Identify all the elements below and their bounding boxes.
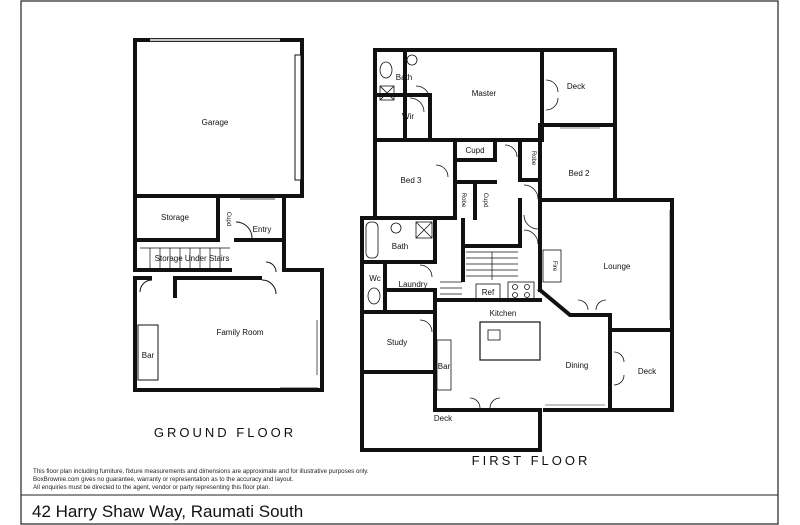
room-label-study: Study <box>387 338 407 347</box>
room-label-family-room: Family Room <box>216 328 263 337</box>
fireplace-fixture <box>542 249 562 283</box>
room-label-lounge: Lounge <box>604 262 631 271</box>
door-arc <box>523 214 539 230</box>
room-label-bed3: Bed 3 <box>401 176 422 185</box>
basin-fixture <box>390 222 402 234</box>
ground-stairs <box>140 247 230 268</box>
door-arc <box>595 299 607 311</box>
ground-floor-details <box>137 38 318 389</box>
room-label-wir: Wir <box>402 112 414 121</box>
room-label-storage: Storage <box>161 213 190 222</box>
room-label-bath-top: Bath <box>396 73 412 82</box>
door-arc <box>419 319 433 333</box>
family-room-walls <box>133 268 324 392</box>
door-arc <box>489 397 501 409</box>
page-border <box>20 0 779 525</box>
toilet-fixture <box>379 61 393 79</box>
master-block-walls <box>373 48 544 142</box>
room-label-deck-top: Deck <box>567 82 586 91</box>
room-label-ref: Ref <box>482 288 495 297</box>
door-arc <box>613 351 625 363</box>
room-label-kitchen: Kitchen <box>490 309 517 318</box>
bar-counter-ground <box>137 324 159 381</box>
deck-bottom-walls <box>360 370 542 452</box>
door-arc <box>523 229 539 245</box>
room-label-robe-bed3: Robe <box>460 193 466 208</box>
stairs-walls <box>133 238 232 272</box>
door-arc <box>577 299 589 311</box>
kitchen-island <box>479 321 541 361</box>
door-arc <box>613 374 625 386</box>
property-address: 42 Harry Shaw Way, Raumati South <box>32 502 304 521</box>
deck-top-walls <box>540 48 617 127</box>
disclaimer-line: BoxBrownie.com gives no guarantee, warra… <box>33 476 294 483</box>
door-arc <box>415 85 431 101</box>
room-label-bed2: Bed 2 <box>569 169 590 178</box>
ground-floor-title: GROUND FLOOR <box>154 425 296 440</box>
disclaimer-line: This floor plan including furniture, fix… <box>33 468 369 475</box>
room-label-cupd-bed3: Cupd <box>482 193 488 207</box>
disclaimer-line: All enquiries must be directed to the ag… <box>33 484 270 491</box>
first-floor-plan <box>360 48 674 452</box>
room-label-robe-right: Robe <box>530 151 536 166</box>
door-arc <box>139 279 153 293</box>
room-label-dining: Dining <box>566 361 589 370</box>
toilet-fixture <box>367 287 381 305</box>
door-arc <box>419 264 433 278</box>
basin-fixture <box>406 54 418 66</box>
stove-fixture <box>507 281 535 301</box>
kitchen-dining-walls <box>433 287 612 412</box>
room-label-deck-bottom: Deck <box>434 414 453 423</box>
fridge-fixture <box>475 283 501 301</box>
deck-right-walls <box>608 328 674 412</box>
door-arc <box>523 184 539 200</box>
room-label-master: Master <box>472 89 497 98</box>
disclaimer: This floor plan including furniture, fix… <box>33 468 593 492</box>
room-label-cupd-hall: Cupd <box>465 146 484 155</box>
door-arc <box>545 97 559 111</box>
room-label-entry: Entry <box>253 225 272 234</box>
stair-walls <box>461 198 522 282</box>
room-label-bath-mid: Bath <box>392 242 408 251</box>
room-label-deck-right: Deck <box>638 367 657 376</box>
bath-wc-walls <box>360 216 437 452</box>
room-label-wc: Wc <box>369 274 381 283</box>
door-arc <box>504 144 518 158</box>
room-label-storage-under-stairs: Storage Under Stairs <box>155 254 230 263</box>
room-label-fire: Fire <box>551 261 557 272</box>
shower-fixture <box>415 221 433 239</box>
first-stairs <box>440 251 518 295</box>
first-floor-title: FIRST FLOOR <box>472 453 591 468</box>
door-arc <box>235 221 253 239</box>
door-arc <box>261 279 277 295</box>
bathtub-fixture <box>365 221 379 259</box>
garage-door <box>294 54 302 181</box>
room-label-bar-first: Bar <box>438 362 451 371</box>
door-arc <box>545 79 559 93</box>
room-label-cupd-ground: Cupd <box>225 212 231 226</box>
door-arc <box>265 261 277 273</box>
door-arc <box>409 97 425 113</box>
bar-counter-first <box>436 339 452 391</box>
room-label-laundry: Laundry <box>399 280 428 289</box>
room-label-bar-ground: Bar <box>142 351 155 360</box>
entry-walls <box>216 194 286 272</box>
room-label-garage: Garage <box>202 118 229 127</box>
door-arc <box>469 397 481 409</box>
shower-fixture <box>379 85 395 101</box>
door-arc <box>435 164 449 178</box>
first-floor-details <box>365 54 671 409</box>
sink-fixture <box>487 329 501 341</box>
